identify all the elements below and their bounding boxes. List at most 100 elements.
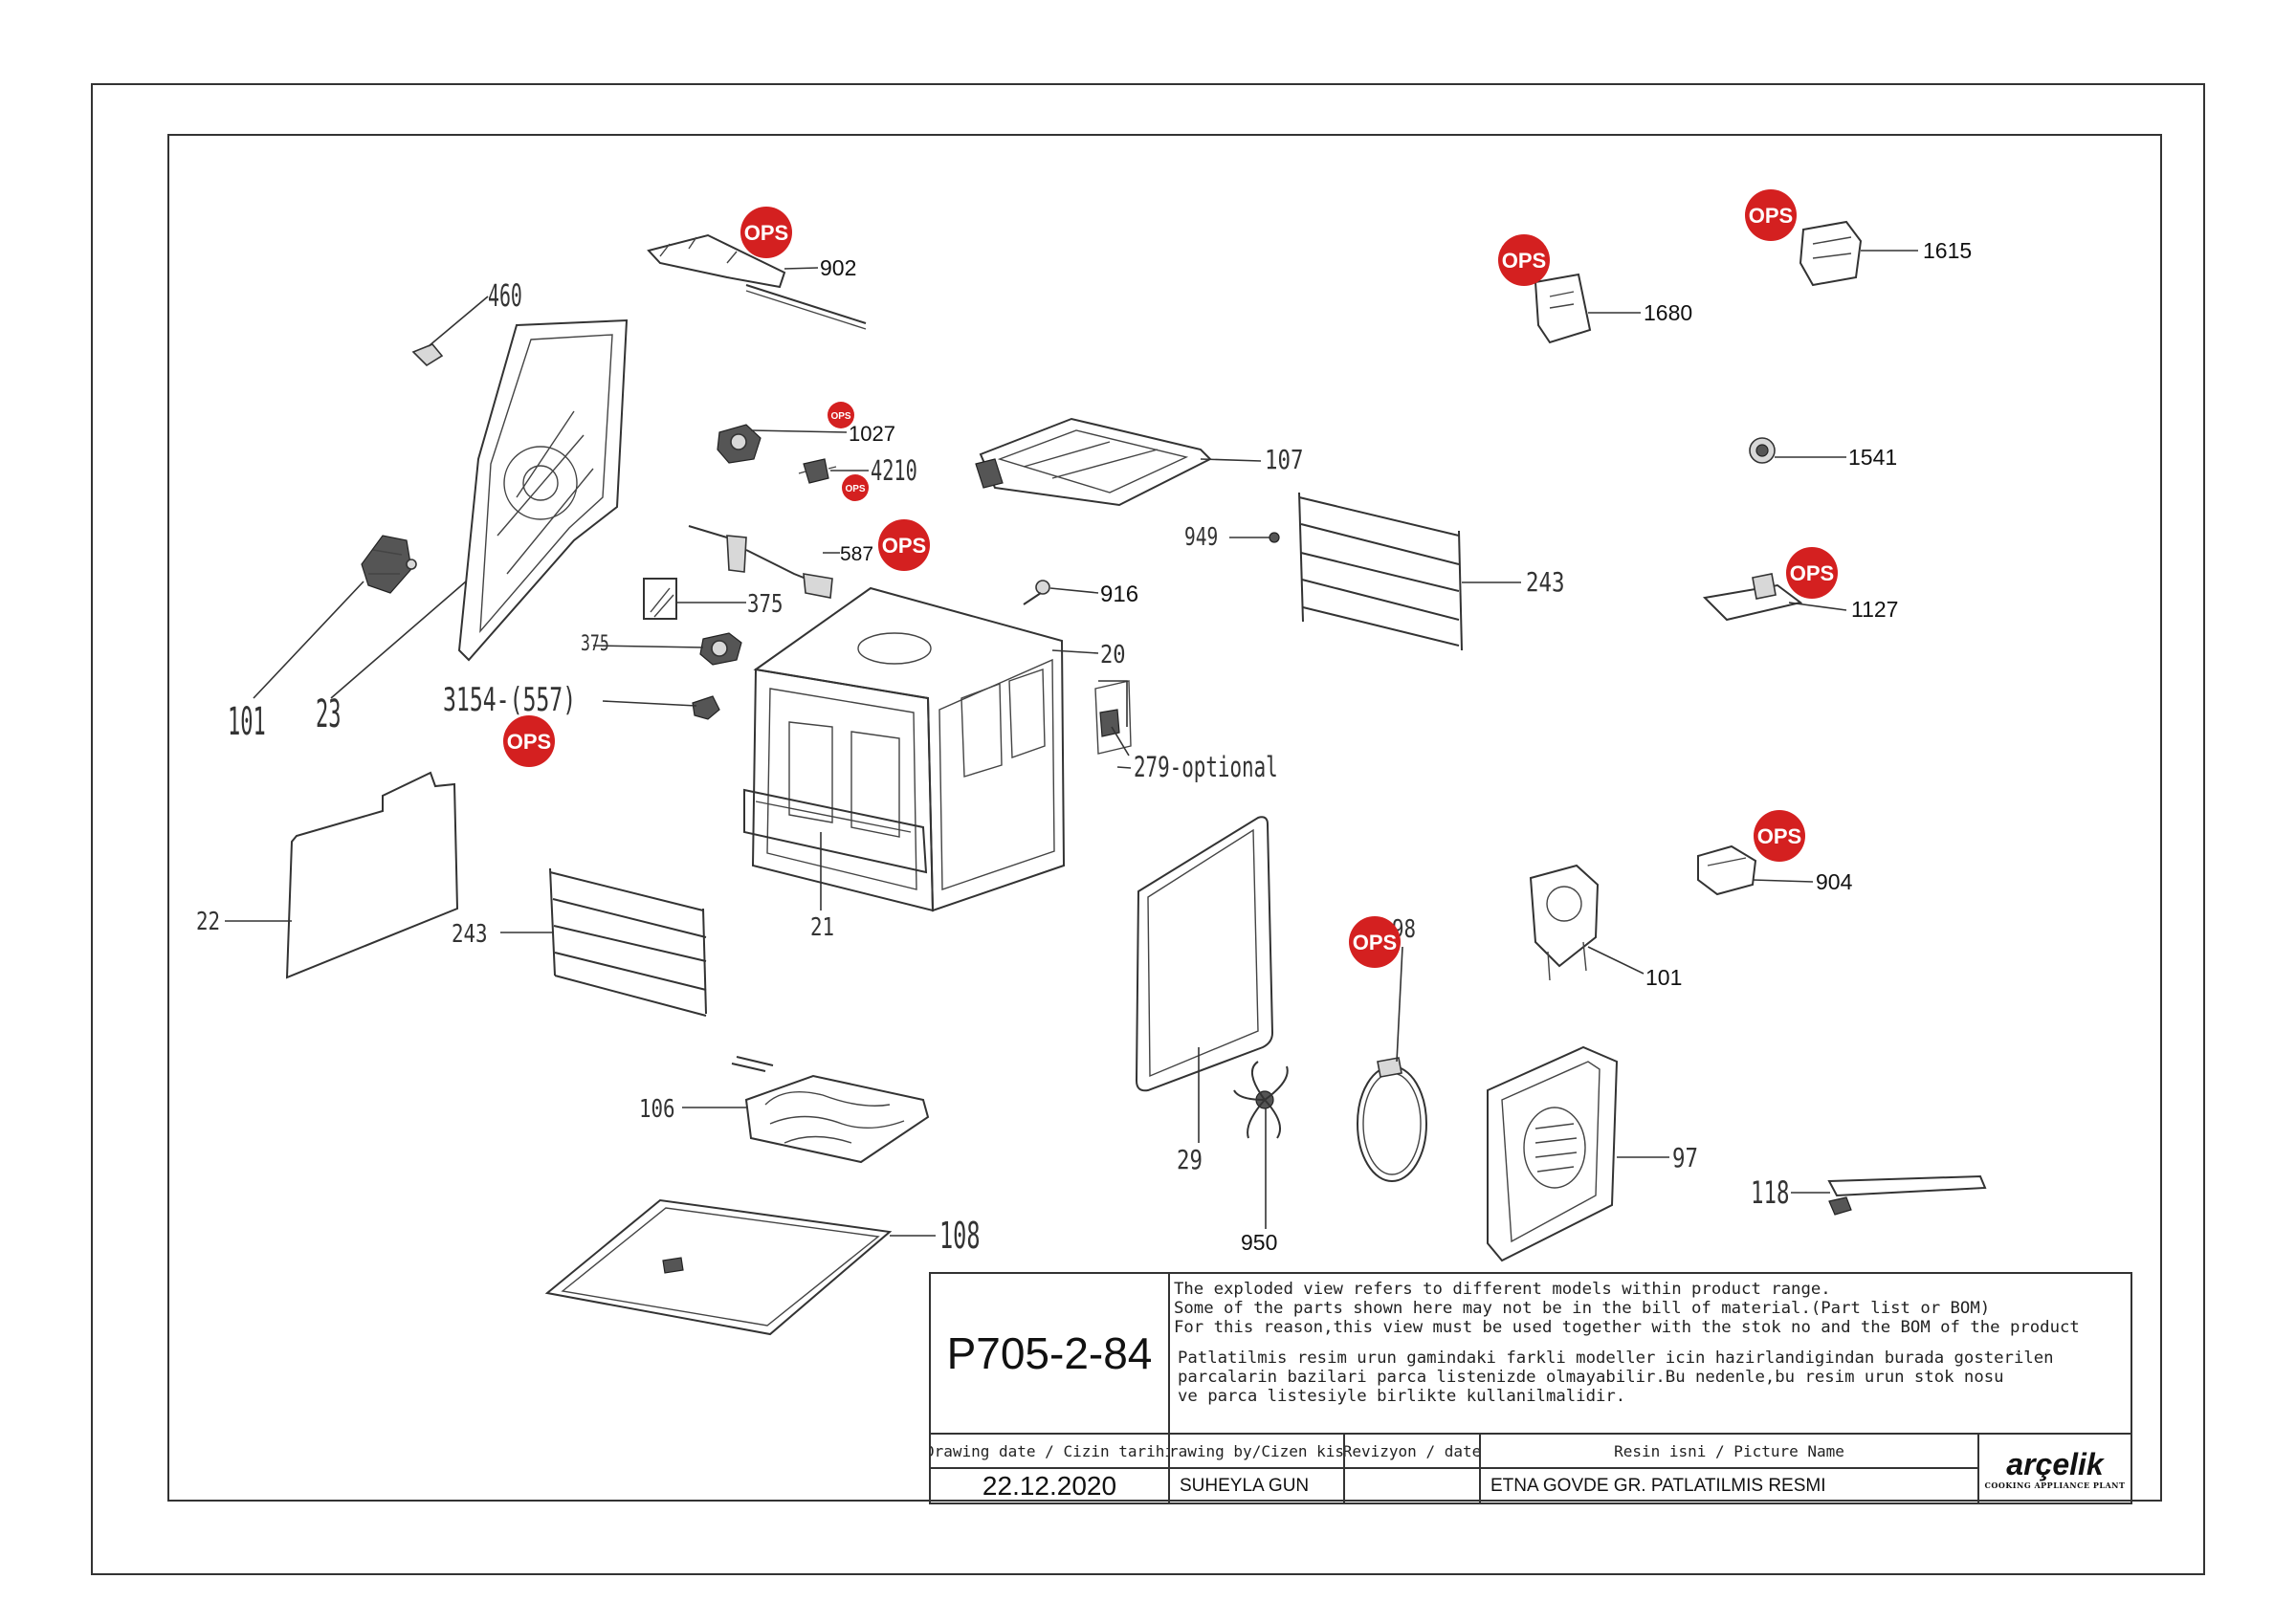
part-98-fan-ring bbox=[1357, 1057, 1427, 1182]
part-97-fan-cover bbox=[1487, 1045, 1619, 1262]
label-21: 21 bbox=[810, 912, 834, 942]
label-29: 29 bbox=[1177, 1143, 1203, 1174]
label-1127: 1127 bbox=[1851, 597, 1898, 622]
label-279: 279-optional bbox=[1134, 752, 1278, 783]
label-20: 20 bbox=[1100, 640, 1126, 669]
part-904-motor bbox=[1697, 844, 1757, 896]
label-243-right: 243 bbox=[1526, 565, 1564, 597]
revision-cell: Revizyon / date bbox=[1345, 1435, 1481, 1502]
part-22-insulation bbox=[285, 771, 459, 979]
title-block-row: Drawing date / Cizin tarihi 22.12.2020 D… bbox=[931, 1433, 2130, 1502]
ops-badges: OPS OPS OPS OPS OPS OPS OPS OPS OPS OPS bbox=[503, 189, 1838, 968]
svg-text:OPS: OPS bbox=[845, 484, 865, 494]
part-243-rack-left bbox=[549, 867, 707, 1017]
part-1615-relay bbox=[1799, 220, 1863, 287]
part-23-back-panel bbox=[457, 318, 629, 662]
part-3154-sensor bbox=[692, 695, 720, 720]
ops-badge: OPS bbox=[1498, 234, 1550, 286]
part-1027-lamp-holder bbox=[717, 424, 762, 464]
drawn-by-label: Drawing by/Cizen kisi bbox=[1170, 1435, 1343, 1469]
label-587: 587 bbox=[840, 543, 873, 565]
part-29-gasket bbox=[1135, 816, 1274, 1092]
label-243-left: 243 bbox=[452, 919, 488, 949]
svg-text:OPS: OPS bbox=[882, 534, 926, 558]
svg-text:OPS: OPS bbox=[1757, 824, 1801, 848]
part-949-nut bbox=[1269, 532, 1280, 543]
note-tr-1: Patlatilmis resim urun gamindaki farkli … bbox=[1178, 1349, 2054, 1368]
arcelik-logo: arçelik COOKING APPLIANCE PLANT bbox=[1979, 1435, 2130, 1502]
svg-text:OPS: OPS bbox=[744, 221, 788, 245]
label-107: 107 bbox=[1265, 443, 1303, 474]
label-4210: 4210 bbox=[871, 454, 917, 487]
part-4210-switch bbox=[798, 458, 837, 484]
logo-subtitle: COOKING APPLIANCE PLANT bbox=[1984, 1480, 2126, 1490]
part-101-motor-left bbox=[361, 535, 417, 594]
label-1027: 1027 bbox=[849, 422, 895, 446]
label-950: 950 bbox=[1241, 1230, 1277, 1255]
note-en-2: Some of the parts shown here may not be … bbox=[1174, 1299, 1991, 1318]
label-1680: 1680 bbox=[1644, 300, 1692, 325]
svg-text:OPS: OPS bbox=[1790, 561, 1834, 585]
ops-badge: OPS bbox=[878, 519, 930, 571]
label-375b: 375 bbox=[581, 631, 609, 656]
part-279-box bbox=[1094, 680, 1132, 755]
part-243-rack-right bbox=[1298, 492, 1463, 651]
part-1127-plate bbox=[1702, 573, 1803, 622]
ops-badge: OPS bbox=[740, 207, 792, 258]
ops-badge: OPS bbox=[1754, 810, 1805, 862]
part-106-bottom-heater bbox=[731, 1056, 930, 1164]
svg-text:OPS: OPS bbox=[1749, 204, 1793, 228]
label-904: 904 bbox=[1816, 869, 1853, 894]
logo-word: arçelik bbox=[2006, 1446, 2104, 1481]
picture-name-value: ETNA GOVDE GR. PATLATILMIS RESMI bbox=[1490, 1475, 1826, 1496]
label-118: 118 bbox=[1751, 1174, 1789, 1211]
label-97: 97 bbox=[1672, 1141, 1698, 1173]
label-1615: 1615 bbox=[1923, 238, 1972, 263]
label-460: 460 bbox=[488, 278, 522, 314]
part-916-pin bbox=[1023, 580, 1050, 605]
svg-text:OPS: OPS bbox=[1502, 249, 1546, 273]
drawn-by-value: SUHEYLA GUN bbox=[1180, 1475, 1310, 1496]
note-en-1: The exploded view refers to different mo… bbox=[1174, 1280, 1831, 1299]
label-916: 916 bbox=[1100, 581, 1138, 607]
svg-text:OPS: OPS bbox=[830, 411, 850, 422]
part-21-bottom-tray bbox=[743, 788, 928, 874]
drawing-date-label: Drawing date / Cizin tarihi bbox=[931, 1435, 1168, 1469]
ops-badge: OPS bbox=[828, 402, 854, 428]
label-22: 22 bbox=[196, 907, 220, 936]
ops-badge: OPS bbox=[503, 715, 555, 767]
revision-value bbox=[1345, 1469, 1479, 1502]
part-108-bottom-panel bbox=[544, 1198, 893, 1336]
part-375-glass bbox=[643, 578, 677, 620]
picture-name-label: Resin isni / Picture Name bbox=[1481, 1435, 1977, 1469]
part-1680-thermostat bbox=[1534, 273, 1592, 344]
drawing-code: P705-2-84 bbox=[931, 1274, 1170, 1433]
label-106: 106 bbox=[639, 1094, 675, 1124]
part-375-lamp bbox=[699, 632, 742, 666]
ops-badge: OPS bbox=[1745, 189, 1797, 241]
label-902: 902 bbox=[820, 255, 856, 280]
part-labels: 902 460 1027 4210 587 375 375 916 20 315… bbox=[196, 238, 1972, 1258]
leader-lines bbox=[225, 250, 1918, 1237]
note-en-3: For this reason,this view must be used t… bbox=[1174, 1318, 2080, 1337]
revision-label: Revizyon / date bbox=[1345, 1435, 1479, 1469]
ops-badge: OPS bbox=[1349, 916, 1401, 968]
svg-text:OPS: OPS bbox=[507, 730, 551, 754]
label-23: 23 bbox=[316, 691, 341, 736]
label-101-left: 101 bbox=[228, 699, 266, 744]
part-101-fan-motor bbox=[1529, 864, 1600, 981]
drawing-date-value: 22.12.2020 bbox=[982, 1470, 1117, 1501]
ops-badge: OPS bbox=[842, 474, 869, 501]
drawn-by-cell: Drawing by/Cizen kisi SUHEYLA GUN bbox=[1170, 1435, 1345, 1502]
label-949: 949 bbox=[1184, 523, 1218, 551]
picture-name-cell: Resin isni / Picture Name ETNA GOVDE GR.… bbox=[1481, 1435, 1979, 1502]
drawing-notes: The exploded view refers to different mo… bbox=[1170, 1274, 2130, 1433]
label-101-right: 101 bbox=[1645, 965, 1682, 990]
drawing-date-cell: Drawing date / Cizin tarihi 22.12.2020 bbox=[931, 1435, 1170, 1502]
part-950-fan-blade bbox=[1233, 1061, 1289, 1139]
note-tr-2: parcalarin bazilari parca listenizde olm… bbox=[1178, 1368, 2004, 1387]
outer-frame bbox=[91, 83, 2205, 1575]
inner-frame bbox=[167, 134, 2162, 1502]
part-1541-grommet bbox=[1749, 437, 1776, 464]
